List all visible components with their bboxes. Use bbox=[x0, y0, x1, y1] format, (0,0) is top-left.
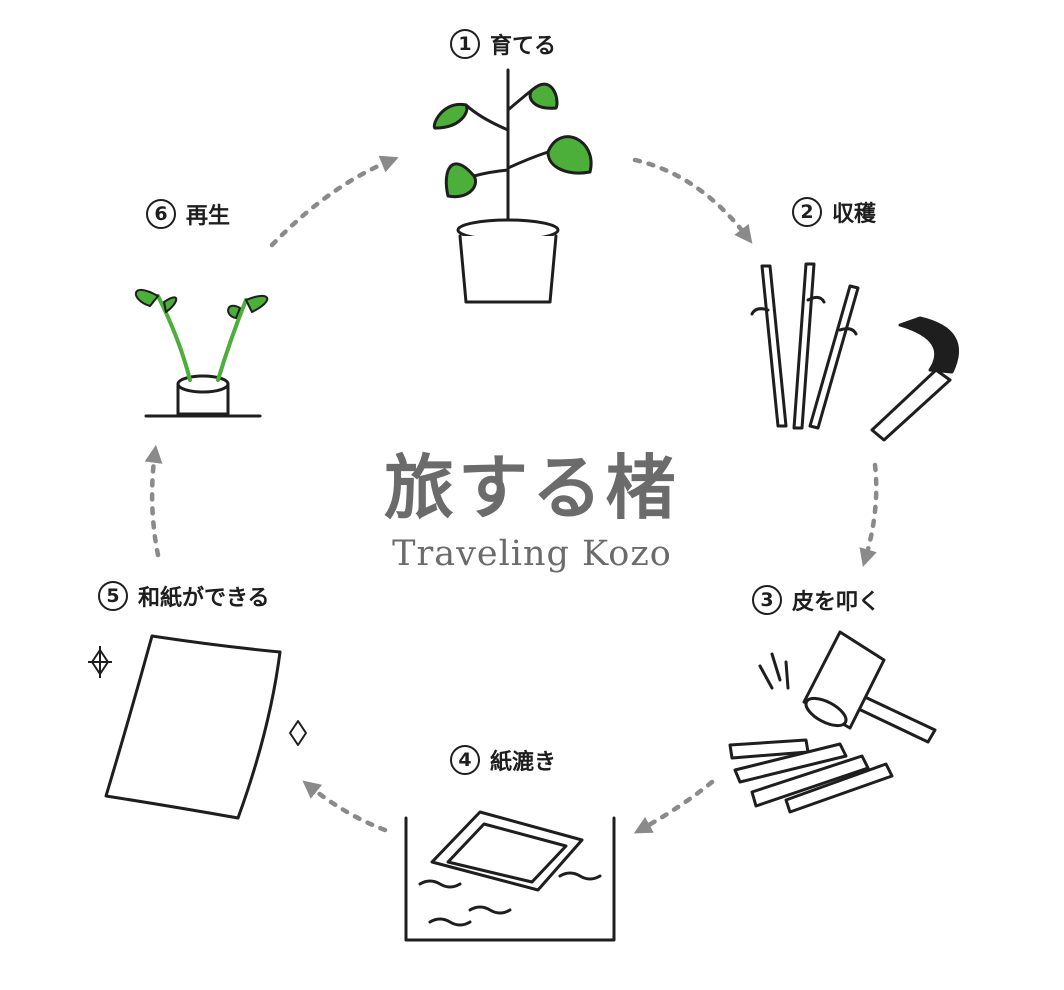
arrow-1-to-2 bbox=[632, 157, 753, 244]
step-1-text: 育てる bbox=[490, 34, 557, 59]
regrowing-stump-icon bbox=[134, 289, 269, 418]
step-6-label: 6 再生 bbox=[146, 198, 230, 230]
step-2-text: 収穫 bbox=[832, 202, 877, 227]
step-4-label: 4 紙漉き bbox=[450, 744, 556, 776]
step-4-number: 4 bbox=[450, 745, 480, 775]
step-6-text: 再生 bbox=[186, 204, 231, 229]
step-3-text: 皮を叩く bbox=[792, 590, 881, 615]
cycle-arrows bbox=[144, 155, 879, 834]
arrow-3-to-4 bbox=[633, 779, 715, 834]
branches-and-sickle-icon bbox=[750, 262, 960, 442]
step-5-label: 5 和紙ができる bbox=[98, 580, 270, 612]
diagram-title: 旅する楮 bbox=[384, 446, 680, 529]
step-1-label: 1 育てる bbox=[450, 28, 556, 60]
arrow-2-to-3 bbox=[859, 462, 879, 567]
step-6-number: 6 bbox=[146, 199, 176, 229]
paper-frame-in-vat-icon bbox=[404, 810, 616, 942]
potted-plant-icon bbox=[432, 68, 593, 304]
step-2-label: 2 収穫 bbox=[792, 196, 876, 228]
step-5-number: 5 bbox=[98, 581, 128, 611]
step-1-number: 1 bbox=[450, 29, 480, 59]
step-4-text: 紙漉き bbox=[490, 750, 557, 775]
washi-sheet-icon bbox=[88, 634, 307, 820]
step-3-number: 3 bbox=[752, 585, 782, 615]
step-5-text: 和紙ができる bbox=[138, 586, 270, 611]
step-2-number: 2 bbox=[792, 197, 822, 227]
step-3-label: 3 皮を叩く bbox=[752, 584, 880, 616]
diagram-subtitle: Traveling Kozo bbox=[392, 534, 672, 574]
mallet-and-bark-icon bbox=[728, 630, 937, 814]
arrow-6-to-1 bbox=[269, 155, 399, 248]
arrow-4-to-5 bbox=[302, 780, 388, 833]
